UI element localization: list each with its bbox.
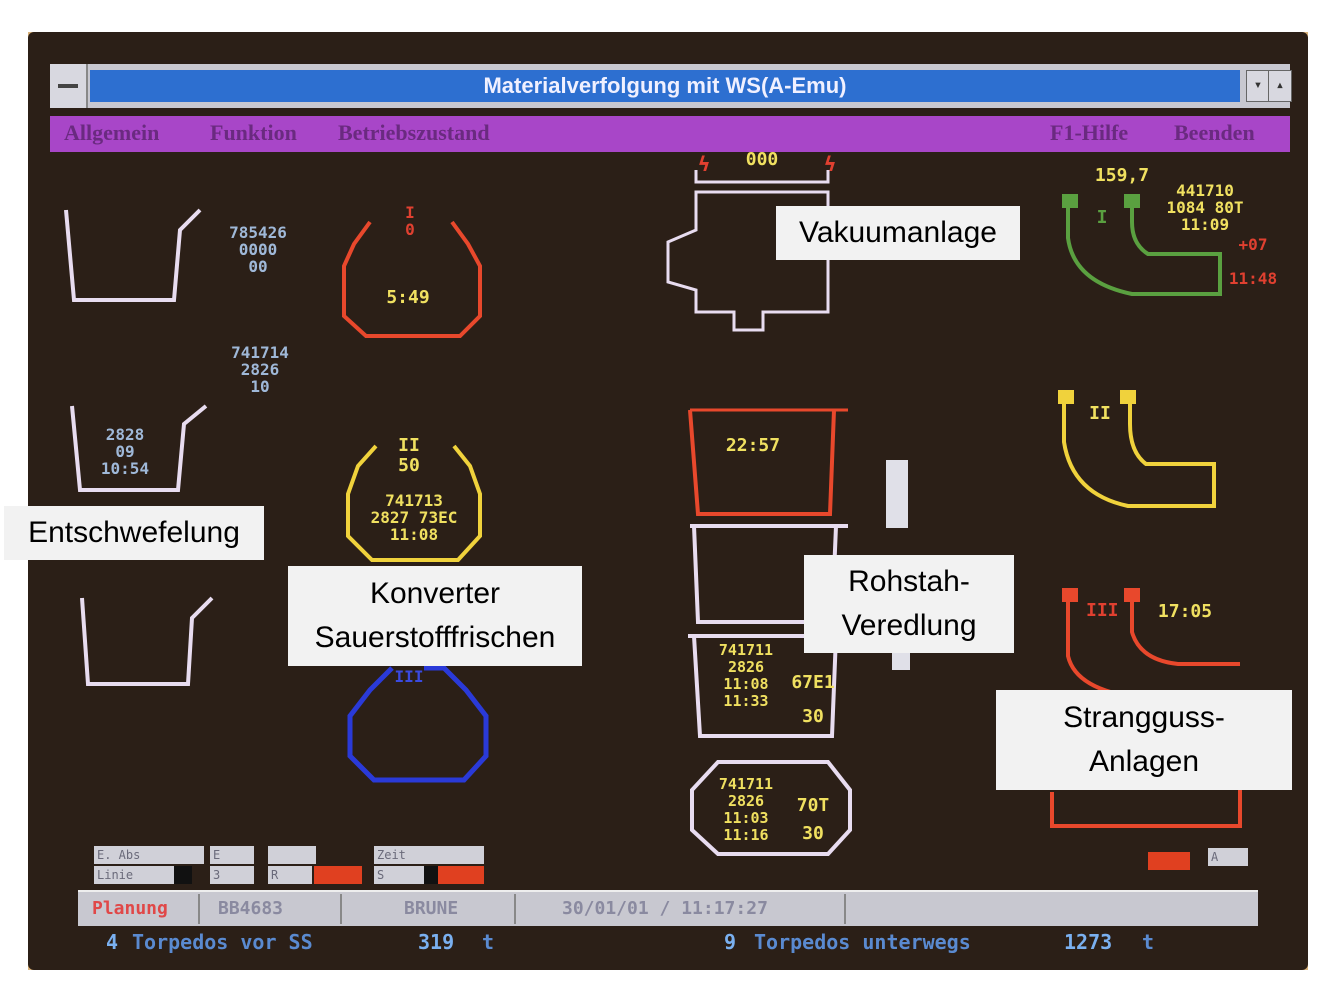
- chip-red-2: [438, 866, 484, 884]
- torpedos-underway-unit: t: [1142, 930, 1155, 954]
- vakuum-icon-right: ϟ: [823, 152, 837, 176]
- chip-dark-1: [174, 866, 192, 884]
- chip-zeit[interactable]: Zeit: [374, 846, 484, 864]
- chip-blank[interactable]: [268, 846, 316, 864]
- strangguss-1-extra: +07 11:48: [1228, 235, 1278, 288]
- screen: Materialverfolgung mit WS(A-Emu) ▾ ▴ All…: [28, 32, 1308, 970]
- entschw-2-top: 741714 2826 10: [231, 343, 289, 396]
- torpedos-underway-label: Torpedos unterwegs: [754, 930, 971, 954]
- chip-e[interactable]: E: [210, 846, 254, 864]
- torpedos-waiting-tonnes: 319: [418, 930, 455, 954]
- strangguss-2-label: II: [1089, 403, 1111, 424]
- chip-red-1: [314, 866, 362, 884]
- menu-funktion[interactable]: Funktion: [210, 120, 297, 145]
- chip-a[interactable]: A: [1208, 848, 1248, 866]
- torpedos-underway-tonnes: 1273: [1064, 930, 1113, 954]
- chip-r[interactable]: R: [268, 866, 312, 884]
- status-id: BB4683: [218, 898, 284, 919]
- rohstahl-4-info-a: 741711 2826 11:03 11:16: [718, 775, 774, 844]
- title-bar: Materialverfolgung mit WS(A-Emu) ▾ ▴: [50, 64, 1292, 108]
- strangguss-1-top: 159,7: [1094, 165, 1150, 186]
- rohstahl-4-info-b: 70T 30: [796, 795, 830, 844]
- status-separator: [340, 894, 342, 924]
- status-separator: [198, 894, 200, 924]
- system-menu-button[interactable]: [50, 64, 88, 108]
- torpedos-underway-count: 9: [724, 930, 737, 954]
- entschw-1-info: 785426 0000 00: [229, 223, 287, 276]
- rohstahl-3-info-b: 67E1 30: [791, 672, 835, 727]
- annotation-rohstahl: Rohstah- Veredlung: [804, 555, 1014, 653]
- menu-bar: Allgemein Funktion Betriebszustand F1-Hi…: [50, 116, 1290, 152]
- chip-s[interactable]: S: [374, 866, 424, 884]
- converter-3[interactable]: [347, 665, 489, 783]
- menu-betriebszustand[interactable]: Betriebszustand: [338, 120, 490, 145]
- window-title: Materialverfolgung mit WS(A-Emu): [90, 70, 1240, 102]
- monitor-frame: Materialverfolgung mit WS(A-Emu) ▾ ▴ All…: [28, 32, 1308, 970]
- chip-3[interactable]: 3: [210, 866, 254, 884]
- strangguss-3-label: III: [1086, 600, 1119, 621]
- strangguss-3-time: 17:05: [1157, 601, 1213, 622]
- torpedos-waiting-count: 4: [106, 930, 119, 954]
- converter-2[interactable]: [346, 444, 482, 562]
- converter-2-top: II 50: [398, 435, 420, 476]
- annotation-vakuum: Vakuumanlage: [776, 206, 1020, 260]
- status-user: BRUNE: [404, 898, 459, 919]
- converter-1-top: I 0: [405, 203, 415, 239]
- chip-red-3: [1148, 852, 1190, 870]
- status-separator: [844, 894, 846, 924]
- menu-exit[interactable]: Beenden: [1174, 120, 1255, 145]
- status-bar: Planung BB4683 BRUNE 30/01/01 / 11:17:27: [78, 890, 1258, 926]
- strangguss-1-info: 441710 1084 80T 11:09: [1166, 181, 1244, 234]
- converter-1[interactable]: [342, 220, 482, 338]
- converter-3-info: III: [394, 667, 424, 686]
- torpedos-waiting-unit: t: [482, 930, 495, 954]
- system-menu-icon: [58, 84, 78, 88]
- menu-help[interactable]: F1-Hilfe: [1050, 120, 1129, 145]
- converter-2-info: 741713 2827 73EC 11:08: [370, 491, 458, 544]
- rohstahl-3-info-a: 741711 2826 11:08 11:33: [718, 641, 774, 710]
- maximize-button[interactable]: ▴: [1268, 70, 1292, 102]
- status-datetime: 30/01/01 / 11:17:27: [562, 898, 768, 919]
- entschwefelung-ladle-2[interactable]: [70, 404, 208, 492]
- rohstahl-probe-1: [886, 460, 908, 528]
- torpedos-waiting-label: Torpedos vor SS: [132, 930, 313, 954]
- entschwefelung-ladle-1[interactable]: [64, 208, 202, 302]
- rohstahl-ladle-1[interactable]: [688, 408, 848, 516]
- chip-e-abs[interactable]: E. Abs: [94, 846, 204, 864]
- rohstahl-ladle-4[interactable]: [690, 760, 852, 856]
- vakuum-vessel[interactable]: [666, 170, 830, 332]
- entschwefelung-ladle-3[interactable]: [80, 596, 214, 686]
- vakuum-top: 000: [745, 149, 779, 170]
- annotation-entschwefelung: Entschwefelung: [4, 506, 264, 560]
- annotation-konverter: Konverter Sauerstofffrischen: [288, 566, 582, 666]
- strangguss-1[interactable]: [1062, 194, 1222, 296]
- converter-1-time: 5:49: [386, 287, 430, 308]
- rohstahl-1-time: 22:57: [725, 435, 781, 456]
- annotation-strangguss: Strangguss- Anlagen: [996, 690, 1292, 790]
- menu-allgemein[interactable]: Allgemein: [64, 120, 160, 145]
- status-mode: Planung: [92, 898, 168, 919]
- status-separator: [514, 894, 516, 924]
- strangguss-1-label: I: [1096, 207, 1108, 228]
- vakuum-icon-left: ϟ: [697, 152, 711, 176]
- entschw-2-info: 2828 09 10:54: [100, 425, 150, 478]
- strangguss-2[interactable]: [1058, 390, 1216, 508]
- chip-linie[interactable]: Linie: [94, 866, 174, 884]
- chip-dark-2: [424, 866, 438, 884]
